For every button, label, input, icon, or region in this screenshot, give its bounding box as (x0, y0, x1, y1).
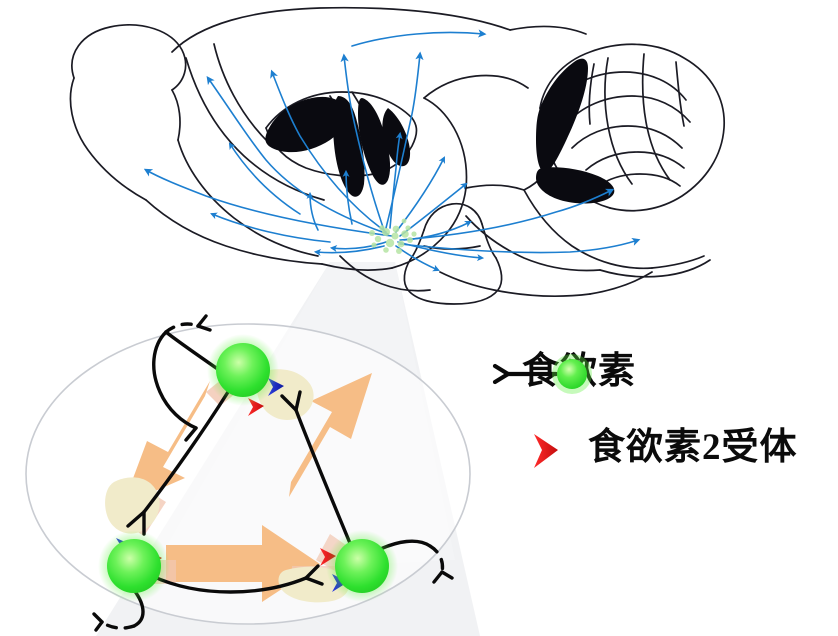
orexin-projection-arrows (143, 29, 641, 272)
orexin-neuron-icon (492, 354, 592, 394)
legend-label-orexin2-receptor: 食欲素2受体 (588, 427, 798, 468)
orexin-neuron-left (98, 530, 170, 602)
legend-item-orexin2-receptor: 食欲素2受体 (528, 428, 798, 468)
hippocampus-fill (265, 58, 615, 204)
dendrite-end-forks (92, 314, 454, 632)
legend-item-orexin: 食欲素 (488, 352, 636, 394)
neuron-processes (126, 330, 432, 628)
orexin2-receptor-icon (534, 434, 558, 468)
distal-dendrites-dashed (100, 322, 445, 630)
orexin-neuron-top (207, 334, 279, 406)
orexin-neuron-somas (98, 334, 398, 602)
hypothalamic-orexin-cluster (369, 218, 417, 254)
orexin-neuron-right (326, 530, 398, 602)
